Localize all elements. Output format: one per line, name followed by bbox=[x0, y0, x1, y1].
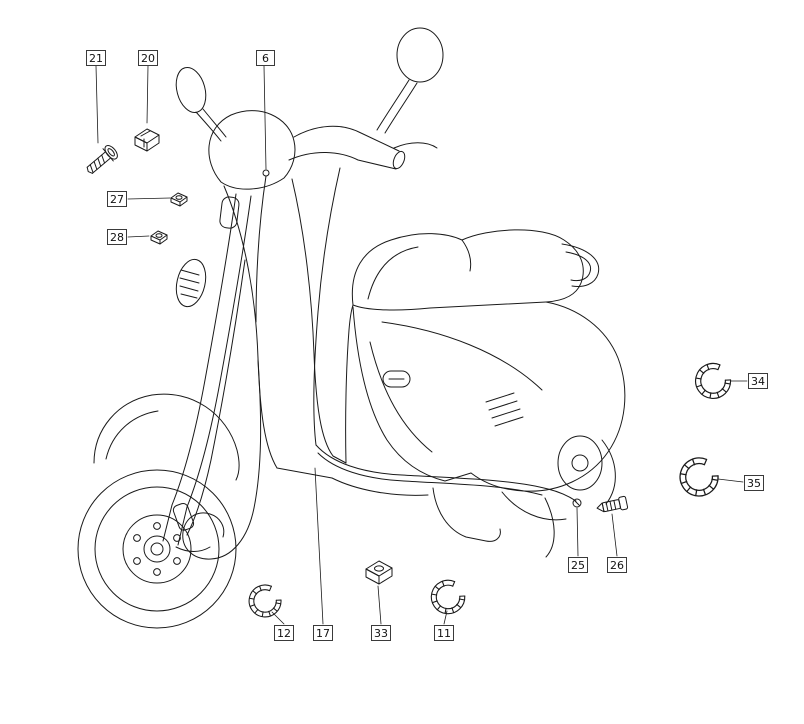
callout-6[interactable]: 6 bbox=[256, 50, 275, 66]
clip-27-drawing bbox=[170, 192, 188, 207]
callout-21[interactable]: 21 bbox=[86, 50, 106, 66]
callout-34[interactable]: 34 bbox=[748, 373, 768, 389]
clamp-34-drawing bbox=[688, 357, 736, 406]
callout-26[interactable]: 26 bbox=[607, 557, 627, 573]
leader-lines bbox=[95, 65, 748, 625]
handlebar bbox=[208, 110, 438, 190]
callout-20[interactable]: 20 bbox=[138, 50, 158, 66]
callout-35[interactable]: 35 bbox=[744, 475, 764, 491]
clip-33-drawing bbox=[365, 560, 393, 585]
screw-25-drawing bbox=[572, 498, 582, 508]
front-fork bbox=[162, 193, 252, 546]
front-wheel bbox=[77, 469, 237, 629]
adjuster-26-drawing bbox=[596, 495, 629, 513]
callout-17[interactable]: 17 bbox=[313, 625, 333, 641]
rear-body bbox=[352, 301, 626, 558]
callout-25[interactable]: 25 bbox=[568, 557, 588, 573]
callout-27[interactable]: 27 bbox=[107, 191, 127, 207]
cables bbox=[175, 167, 577, 560]
clamp-11-drawing bbox=[424, 574, 470, 621]
clamp-12-drawing bbox=[242, 579, 286, 624]
front-fender bbox=[93, 393, 240, 481]
callout-28[interactable]: 28 bbox=[107, 229, 127, 245]
front-body bbox=[175, 178, 429, 496]
callout-11[interactable]: 11 bbox=[434, 625, 454, 641]
callout-12[interactable]: 12 bbox=[274, 625, 294, 641]
clip-28-drawing bbox=[150, 230, 168, 245]
clamp-35-drawing bbox=[671, 451, 724, 505]
bracket-20-drawing bbox=[134, 128, 160, 152]
seat bbox=[351, 229, 600, 311]
callout-33[interactable]: 33 bbox=[371, 625, 391, 641]
screw-21-drawing bbox=[86, 145, 118, 174]
mirrors bbox=[175, 27, 444, 142]
